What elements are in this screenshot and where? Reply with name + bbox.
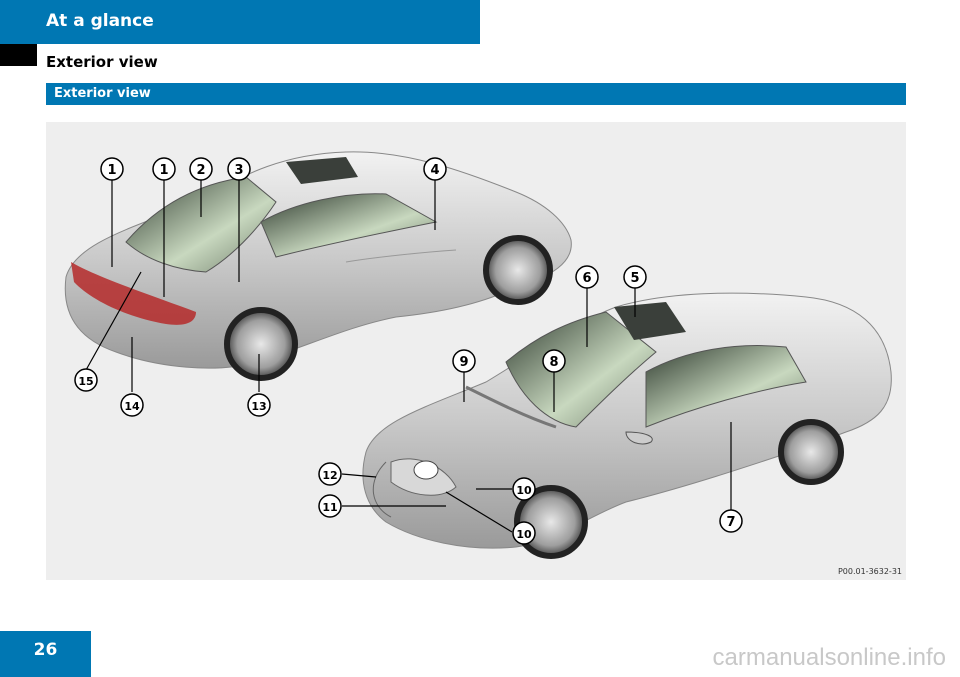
callout-1b: 1 [152,157,176,181]
callout-7: 7 [719,509,743,533]
callout-14-label: 14 [124,400,140,413]
car-rear-view [64,151,572,381]
callout-15: 15 [74,368,98,392]
section-label: Exterior view [54,86,151,101]
car-front-view [362,292,892,559]
callout-6: 6 [575,265,599,289]
header-bar: At a glance [0,0,480,44]
exterior-view-illustration: 1 1 2 3 4 5 6 7 8 9 10 10 11 12 13 14 15… [46,122,906,580]
callout-7-label: 7 [726,515,735,530]
watermark: carmanualsonline.info [712,644,946,671]
callout-13: 13 [247,393,271,417]
callout-10a: 10 [512,477,536,501]
callout-9: 9 [452,349,476,373]
chapter-title: At a glance [46,11,154,31]
callout-11-label: 11 [322,501,337,514]
callout-3-label: 3 [234,163,243,178]
callout-1a: 1 [100,157,124,181]
callout-11: 11 [318,494,342,518]
callout-1a-label: 1 [107,163,116,178]
callout-10b-label: 10 [516,528,532,541]
page-number-box: 26 [0,631,91,677]
callout-8: 8 [542,349,566,373]
callout-3: 3 [227,157,251,181]
callout-4-label: 4 [430,163,439,178]
page-title: Exterior view [46,53,158,71]
chapter-tab-marker [0,44,37,66]
callout-15-label: 15 [78,375,93,388]
callout-markers: 1 1 2 3 4 5 6 7 8 9 10 10 11 12 13 14 15 [74,157,743,545]
callout-9-label: 9 [459,355,468,370]
callout-13-label: 13 [251,400,266,413]
callout-1b-label: 1 [159,163,168,178]
callout-4: 4 [423,157,447,181]
callout-10b: 10 [512,521,536,545]
callout-5-label: 5 [630,271,639,286]
callout-8-label: 8 [549,355,558,370]
figure-reference-code: P00.01-3632-31 [837,567,902,576]
callout-12-label: 12 [322,469,337,482]
callout-6-label: 6 [582,271,591,286]
callout-2-label: 2 [196,163,205,178]
callout-leaders [85,179,732,533]
callout-5: 5 [623,265,647,289]
callout-12: 12 [318,462,342,486]
page-number: 26 [33,640,58,660]
callout-14: 14 [120,393,144,417]
section-band: Exterior view [46,83,906,105]
car-diagram: 1 1 2 3 4 5 6 7 8 9 10 10 11 12 13 14 15 [64,151,892,559]
callout-10a-label: 10 [516,484,532,497]
callout-2: 2 [189,157,213,181]
